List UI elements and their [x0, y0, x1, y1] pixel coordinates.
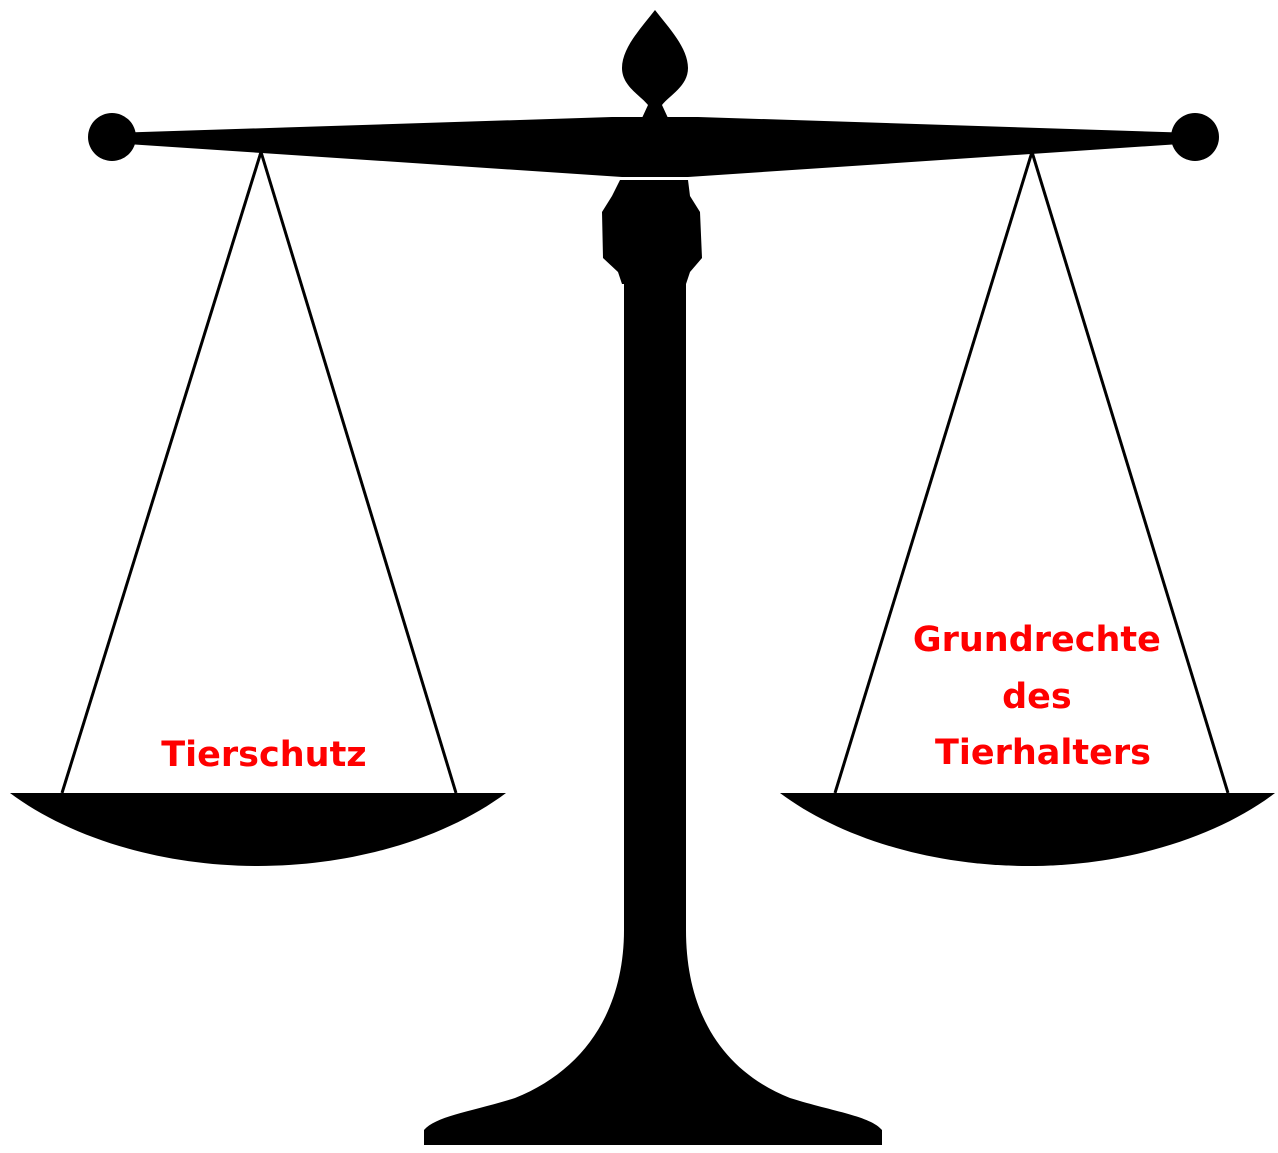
label-right-pan-line-3: Tierhalters: [935, 733, 1151, 773]
pan-left: [10, 793, 506, 866]
pan-right: [780, 793, 1275, 866]
string-left-inner: [261, 152, 456, 793]
beam-end-knob-right: [1171, 113, 1219, 161]
beam-end-knob-left: [88, 113, 136, 161]
scale-column: [424, 282, 882, 1145]
label-right-pan: Grundrechte des Tierhalters: [913, 620, 1173, 773]
string-left-outer: [62, 152, 261, 793]
scale-beam: [112, 117, 1195, 177]
label-right-pan-line-1: Grundrechte: [913, 620, 1161, 660]
label-right-pan-line-2: des: [1002, 677, 1072, 717]
scale-finial: [622, 10, 688, 118]
label-left-pan: Tierschutz: [161, 735, 366, 775]
scale-collar: [602, 180, 702, 284]
